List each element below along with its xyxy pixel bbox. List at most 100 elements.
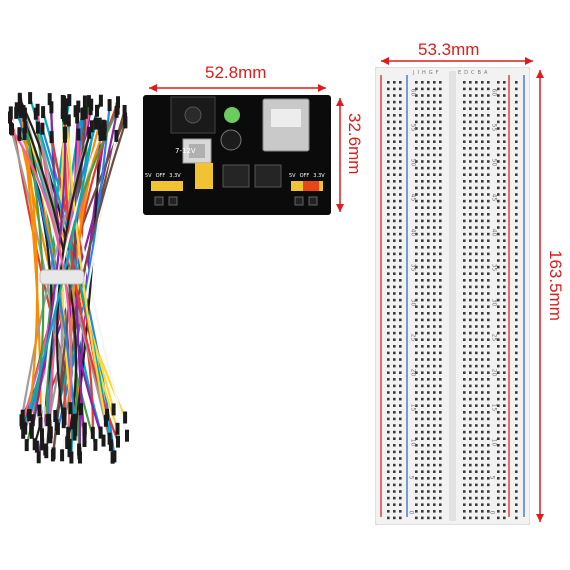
wire-connector xyxy=(103,414,108,427)
breadboard-hole xyxy=(393,318,396,322)
breadboard-hole xyxy=(427,312,430,315)
breadboard-hole xyxy=(515,510,518,513)
breadboard-hole xyxy=(463,285,466,289)
breadboard-hole xyxy=(427,490,430,493)
breadboard-hole xyxy=(475,153,478,157)
breadboard-hole xyxy=(439,219,442,223)
breadboard-hole xyxy=(427,265,430,269)
breadboard-hole xyxy=(399,371,402,374)
breadboard-hole xyxy=(475,87,478,91)
breadboard-hole xyxy=(387,87,390,91)
breadboard-hole xyxy=(481,87,484,91)
breadboard-hole xyxy=(433,246,436,249)
breadboard-hole xyxy=(497,213,500,216)
breadboard-hole xyxy=(487,173,490,176)
wire-connector xyxy=(49,101,54,114)
breadboard-hole xyxy=(481,206,484,209)
breadboard-hole xyxy=(463,437,466,440)
breadboard-hole xyxy=(497,444,500,447)
breadboard-hole xyxy=(463,411,466,414)
breadboard-hole xyxy=(421,516,424,520)
breadboard-hole xyxy=(515,107,518,110)
breadboard-hole xyxy=(475,437,478,440)
breadboard-hole xyxy=(399,232,402,236)
breadboard-hole xyxy=(387,206,390,209)
breadboard-hole xyxy=(469,298,472,302)
breadboard-hole xyxy=(497,153,500,157)
breadboard-hole xyxy=(481,259,484,262)
breadboard-hole xyxy=(463,252,466,256)
breadboard-hole xyxy=(481,312,484,315)
breadboard-hole xyxy=(427,430,430,434)
row-number: 20 xyxy=(409,368,417,377)
breadboard-hole xyxy=(387,186,390,190)
breadboard-hole xyxy=(487,100,490,104)
breadboard-hole xyxy=(487,437,490,440)
voltage-regulator xyxy=(254,164,282,188)
breadboard-hole xyxy=(515,516,518,520)
breadboard-hole xyxy=(469,371,472,374)
breadboard-hole xyxy=(421,338,424,341)
breadboard-hole xyxy=(475,213,478,216)
breadboard-hole xyxy=(497,510,500,513)
breadboard-hole xyxy=(415,160,418,163)
breadboard-hole xyxy=(421,490,424,493)
breadboard-hole xyxy=(393,325,396,328)
breadboard-hole xyxy=(415,173,418,176)
breadboard-hole xyxy=(463,338,466,341)
breadboard-hole xyxy=(427,378,430,381)
breadboard-hole xyxy=(433,371,436,374)
breadboard-hole xyxy=(497,272,500,275)
breadboard-hole xyxy=(487,232,490,236)
wire-connector xyxy=(34,440,39,453)
breadboard-hole xyxy=(427,345,430,348)
wire-connector xyxy=(87,126,92,139)
dc-jack xyxy=(170,96,216,134)
row-number: 50 xyxy=(490,158,498,167)
breadboard-hole xyxy=(415,358,418,361)
breadboard-hole xyxy=(469,510,472,513)
breadboard-hole xyxy=(393,292,396,295)
breadboard-hole xyxy=(515,180,518,183)
breadboard-hole xyxy=(475,391,478,394)
wire-connector xyxy=(86,95,91,108)
breadboard-hole xyxy=(497,252,500,256)
wire-connector xyxy=(53,410,58,422)
breadboard-hole xyxy=(393,358,396,361)
breadboard-hole xyxy=(415,345,418,348)
breadboard-hole xyxy=(421,272,424,275)
breadboard-hole xyxy=(387,166,390,170)
row-number: 45 xyxy=(409,193,417,202)
breadboard-hole xyxy=(433,279,436,282)
breadboard-hole xyxy=(393,239,396,242)
breadboard-hole xyxy=(487,272,490,275)
wire-connector xyxy=(114,105,119,118)
breadboard-hole xyxy=(387,94,390,97)
wire-connector xyxy=(65,437,70,449)
breadboard-hole xyxy=(439,120,442,124)
wire-connector xyxy=(101,119,106,132)
breadboard-hole xyxy=(497,285,500,289)
breadboard-hole xyxy=(463,199,466,203)
breadboard-hole xyxy=(469,206,472,209)
breadboard-hole xyxy=(415,444,418,447)
wire-connector xyxy=(68,402,73,415)
breadboard-hole xyxy=(469,153,472,157)
breadboard-hole xyxy=(439,483,442,487)
breadboard-hole xyxy=(503,226,506,229)
breadboard-hole xyxy=(503,100,506,104)
breadboard-hole xyxy=(515,246,518,249)
breadboard-hole xyxy=(433,450,436,454)
breadboard-hole xyxy=(421,358,424,361)
breadboard-hole xyxy=(421,180,424,183)
breadboard-hole xyxy=(433,114,436,117)
breadboard-hole xyxy=(415,259,418,262)
breadboard-hole xyxy=(515,87,518,91)
breadboard-hole xyxy=(415,483,418,487)
breadboard-hole xyxy=(475,305,478,308)
breadboard-hole xyxy=(463,318,466,322)
breadboard-hole xyxy=(463,219,466,223)
wire-connector xyxy=(123,116,128,129)
